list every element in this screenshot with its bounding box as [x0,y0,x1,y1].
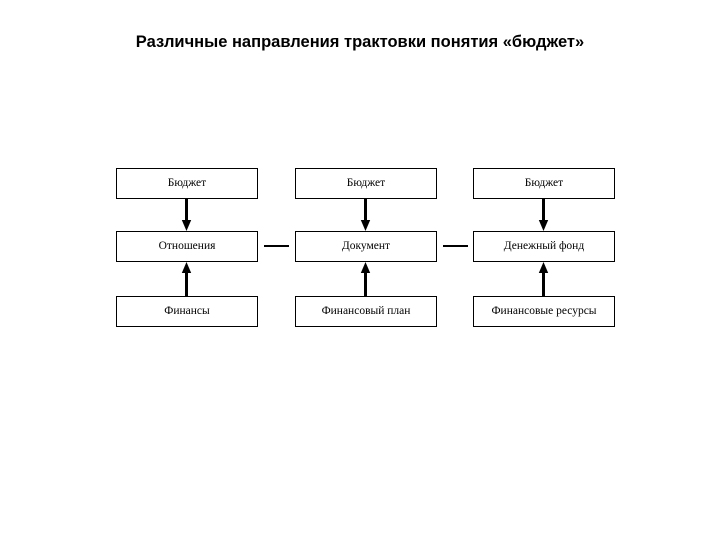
node-col2-row1[interactable]: Денежный фонд [473,231,615,262]
node-col0-row2[interactable]: Финансы [116,296,258,327]
connector-col1-col2 [443,245,468,247]
node-col0-row1[interactable]: Отношения [116,231,258,262]
connector-col0-col1 [264,245,289,247]
arrow-up-icon-col0 [180,262,193,296]
node-col2-row0[interactable]: Бюджет [473,168,615,199]
node-col1-row0[interactable]: Бюджет [295,168,437,199]
node-col0-row0[interactable]: Бюджет [116,168,258,199]
arrow-up-icon-col1 [359,262,372,296]
arrow-up-icon-col2 [537,262,550,296]
node-col2-row2[interactable]: Финансовые ресурсы [473,296,615,327]
arrow-down-icon-col2 [537,199,550,231]
node-col1-row2[interactable]: Финансовый план [295,296,437,327]
page-title: Различные направления трактовки понятия … [135,33,585,51]
arrow-down-icon-col0 [180,199,193,231]
node-col1-row1[interactable]: Документ [295,231,437,262]
arrow-down-icon-col1 [359,199,372,231]
